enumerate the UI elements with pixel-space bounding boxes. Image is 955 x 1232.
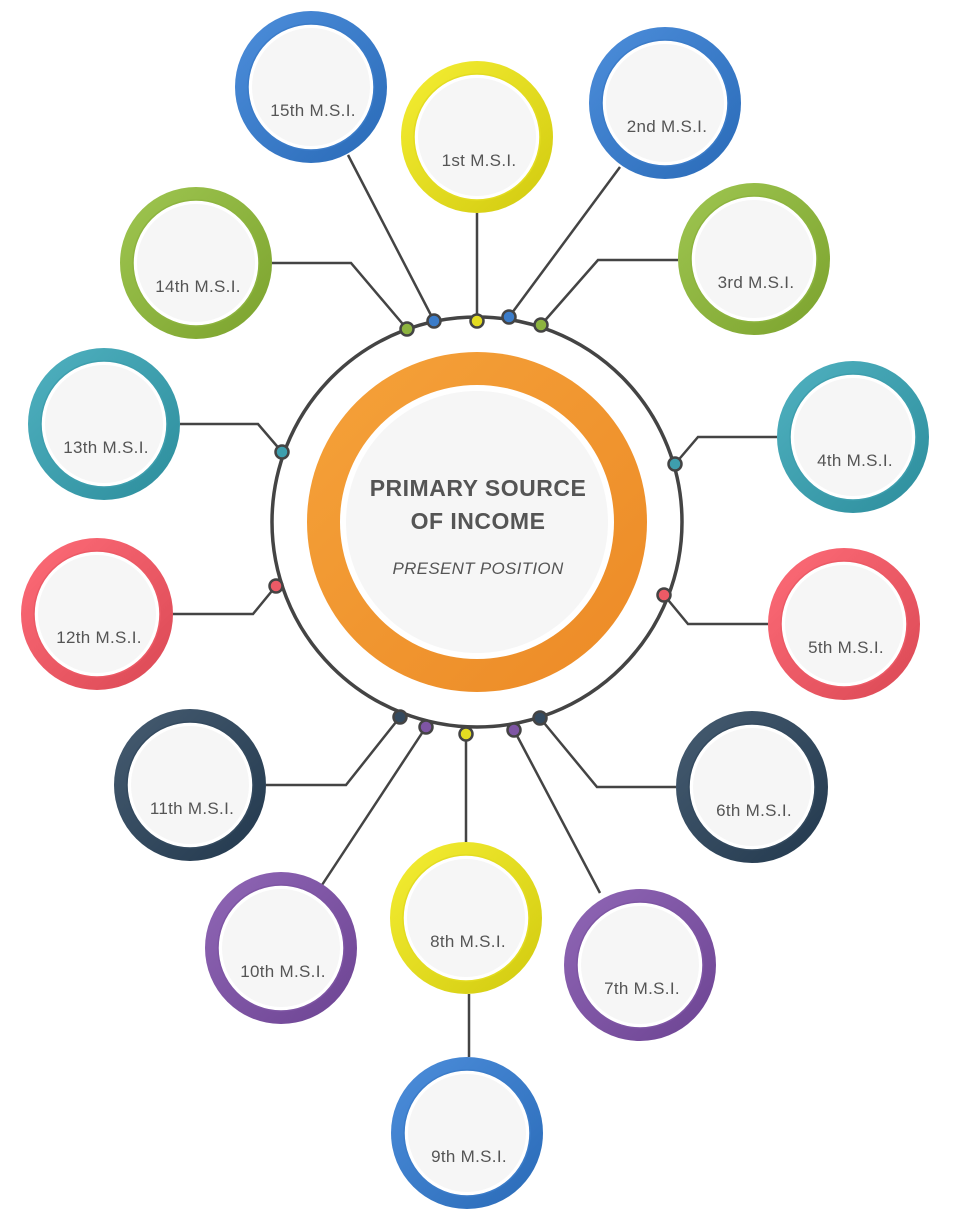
center-subtitle: PRESENT POSITION — [392, 559, 563, 578]
msi-node-inner-border-2 — [601, 39, 729, 167]
connector-dot-13 — [274, 444, 290, 460]
msi-node-disc-11 — [131, 726, 249, 844]
msi-node-disc-15 — [252, 28, 370, 146]
msi-node-disc-2 — [606, 44, 724, 162]
connector-dot-11 — [392, 709, 408, 725]
msi-node-label-12: 12th M.S.I. — [56, 628, 142, 647]
msi-node-disc-3 — [695, 200, 813, 318]
connector-line-10 — [320, 726, 428, 886]
msi-node-label-4: 4th M.S.I. — [817, 451, 893, 470]
msi-node-label-5: 5th M.S.I. — [808, 638, 884, 657]
msi-node-7: 7th M.S.I. — [564, 889, 716, 1041]
msi-node-inner-border-8 — [402, 854, 530, 982]
msi-node-label-11: 11th M.S.I. — [150, 799, 234, 818]
connector-lines — [173, 154, 777, 1057]
msi-node-inner-border-1 — [413, 73, 541, 201]
msi-node-inner-border-6 — [688, 723, 816, 851]
msi-node-2: 2nd M.S.I. — [589, 27, 741, 179]
msi-node-disc-7 — [581, 906, 699, 1024]
connector-dot-12 — [268, 578, 284, 594]
msi-node-label-15: 15th M.S.I. — [270, 101, 356, 120]
connector-dot-14 — [399, 321, 415, 337]
connector-line-4 — [674, 435, 777, 465]
msi-node-15: 15th M.S.I. — [235, 11, 387, 163]
msi-node-6: 6th M.S.I. — [676, 711, 828, 863]
msi-node-disc-8 — [407, 859, 525, 977]
connector-line-12 — [173, 585, 277, 616]
msi-node-label-1: 1st M.S.I. — [442, 151, 517, 170]
connector-line-3 — [540, 258, 678, 326]
connector-line-5 — [663, 594, 768, 626]
connector-dot-7 — [506, 722, 522, 738]
connector-line-13 — [180, 422, 283, 453]
connector-dot-8 — [458, 726, 474, 742]
msi-node-14: 14th M.S.I. — [120, 187, 272, 339]
msi-node-inner-border-11 — [126, 721, 254, 849]
msi-node-inner-border-12 — [33, 550, 161, 678]
msi-node-label-7: 7th M.S.I. — [604, 979, 680, 998]
msi-node-label-6: 6th M.S.I. — [716, 801, 792, 820]
msi-node-disc-6 — [693, 728, 811, 846]
connector-line-14 — [272, 261, 408, 330]
msi-node-label-3: 3rd M.S.I. — [718, 273, 795, 292]
msi-node-disc-10 — [222, 889, 340, 1007]
msi-node-10: 10th M.S.I. — [205, 872, 357, 1024]
connector-dot-1 — [469, 313, 485, 329]
msi-node-label-14: 14th M.S.I. — [155, 277, 241, 296]
msi-node-12: 12th M.S.I. — [21, 538, 173, 690]
msi-node-9: 9th M.S.I. — [391, 1057, 543, 1209]
msi-node-3: 3rd M.S.I. — [678, 183, 830, 335]
msi-node-4: 4th M.S.I. — [777, 361, 929, 513]
msi-node-disc-13 — [45, 365, 163, 483]
msi-node-disc-14 — [137, 204, 255, 322]
msi-node-disc-5 — [785, 565, 903, 683]
msi-node-disc-4 — [794, 378, 912, 496]
connector-dot-15 — [426, 313, 442, 329]
msi-node-label-8: 8th M.S.I. — [430, 932, 506, 951]
center-inner-disc — [346, 391, 608, 653]
connector-line-15 — [346, 154, 436, 322]
msi-node-8: 8th M.S.I. — [390, 842, 542, 994]
msi-node-inner-border-14 — [132, 199, 260, 327]
msi-node-inner-border-13 — [40, 360, 168, 488]
connector-line-11 — [266, 716, 401, 787]
msi-node-11: 11th M.S.I. — [114, 709, 266, 861]
msi-node-inner-border-7 — [576, 901, 704, 1029]
connector-dot-5 — [656, 587, 672, 603]
msi-node-1: 1st M.S.I. — [401, 61, 553, 213]
msi-node-disc-9 — [408, 1074, 526, 1192]
msi-node-label-10: 10th M.S.I. — [240, 962, 326, 981]
msi-node-label-9: 9th M.S.I. — [431, 1147, 507, 1166]
center-node: PRIMARY SOURCE OF INCOME PRESENT POSITIO… — [307, 352, 647, 692]
connector-dot-10 — [418, 719, 434, 735]
msi-nodes: 1st M.S.I. 2nd M.S.I. 3rd M.S.I. 4th M.S.I.… — [21, 11, 929, 1209]
connector-dot-2 — [501, 309, 517, 325]
connector-dot-4 — [667, 456, 683, 472]
connector-line-6 — [539, 717, 676, 789]
msi-node-inner-border-10 — [217, 884, 345, 1012]
connector-line-7 — [512, 729, 602, 894]
msi-node-inner-border-3 — [690, 195, 818, 323]
msi-node-inner-border-4 — [789, 373, 917, 501]
msi-node-13: 13th M.S.I. — [28, 348, 180, 500]
msi-node-disc-12 — [38, 555, 156, 673]
connector-dot-6 — [532, 710, 548, 726]
connector-dot-3 — [533, 317, 549, 333]
msi-node-inner-border-15 — [247, 23, 375, 151]
msi-node-disc-1 — [418, 78, 536, 196]
msi-node-label-2: 2nd M.S.I. — [627, 117, 707, 136]
connector-dots — [268, 309, 683, 742]
center-title-line1: PRIMARY SOURCE — [370, 475, 587, 501]
msi-node-label-13: 13th M.S.I. — [63, 438, 149, 457]
center-title-line2: OF INCOME — [411, 508, 546, 534]
connector-line-2 — [507, 166, 622, 318]
msi-node-5: 5th M.S.I. — [768, 548, 920, 700]
msi-node-inner-border-5 — [780, 560, 908, 688]
msi-node-inner-border-9 — [403, 1069, 531, 1197]
